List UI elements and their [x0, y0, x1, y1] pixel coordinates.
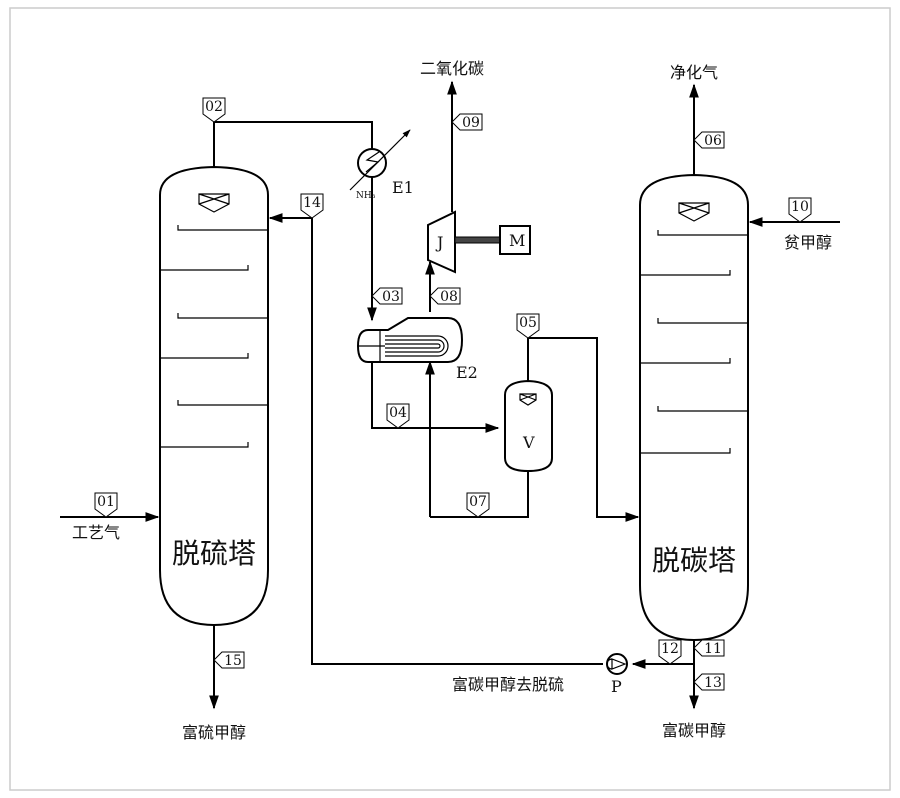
stream-tag-label: 15 [224, 653, 242, 669]
trays [640, 230, 748, 454]
decarbonization-tower-label: 脱碳塔 [652, 544, 736, 577]
stream-tag-15: 15 [213, 651, 245, 669]
stream-tag-label: 04 [389, 405, 407, 421]
stream-tag-04: 04 [386, 403, 410, 429]
e1-label: E1 [392, 178, 414, 197]
desulfurization-tower-label: 脱硫塔 [172, 537, 256, 570]
stream-tag-03: 03 [371, 287, 403, 305]
heat-exchanger-e1: NH₃ E1 [349, 129, 414, 201]
stream-tag-label: 01 [97, 494, 115, 510]
rich-carbon-methanol-label: 富碳甲醇 [662, 721, 726, 740]
stream-tag-08: 08 [429, 287, 461, 305]
pump-p[interactable]: P [606, 653, 628, 696]
distributor-icon [198, 193, 230, 213]
stream-tag-label: 09 [462, 115, 480, 131]
compressor-label: J [435, 233, 443, 252]
stream-tag-label: 10 [791, 199, 809, 215]
lean-methanol-label: 贫甲醇 [784, 233, 832, 252]
stream-tag-label: 11 [704, 641, 722, 657]
stream-tag-02: 02 [202, 97, 226, 123]
stream-tag-14: 14 [300, 193, 324, 219]
stream-tag-label: 06 [704, 133, 722, 149]
stream-tag-07: 07 [466, 492, 490, 518]
stream-tag-label: 05 [519, 315, 537, 331]
stream-tag-label: 07 [469, 494, 487, 510]
stream-tag-label: 14 [303, 195, 321, 211]
stream-tag-05: 05 [516, 313, 540, 339]
purified-gas-label: 净化气 [670, 63, 718, 82]
stream-tag-10: 10 [788, 197, 812, 223]
stream-tag-01: 01 [94, 492, 118, 518]
stream-tag-label: 12 [661, 641, 679, 657]
stream-tag-11: 11 [693, 639, 725, 657]
pump-label: P [611, 677, 622, 696]
distributor-icon [678, 202, 710, 222]
stream-tags: 01 02 03 04 05 06 07 08 09 10 11 12 13 14 15 [94, 97, 812, 691]
co2-label: 二氧化碳 [420, 59, 484, 78]
heat-exchanger-e2: E2 [356, 317, 478, 382]
decarbonization-tower: 脱碳塔 [639, 173, 749, 642]
stream-tag-06: 06 [693, 131, 725, 149]
motor-m [499, 225, 531, 255]
vessel-label: V [522, 433, 535, 452]
stream-tag-13: 13 [693, 673, 725, 691]
compressor-j: J M [427, 210, 531, 274]
frame [9, 7, 891, 791]
trays [160, 225, 268, 448]
piping [60, 80, 840, 710]
stream-tag-label: 03 [382, 289, 400, 305]
rich-carbon-methanol-to-desulfurization-label: 富碳甲醇去脱硫 [452, 675, 564, 694]
flash-vessel-v: V [504, 379, 553, 473]
distributor-icon [519, 393, 537, 406]
rich-sulfur-methanol-label: 富硫甲醇 [182, 723, 246, 742]
motor-label: M [509, 231, 525, 250]
process-gas-label: 工艺气 [72, 523, 120, 542]
stream-tag-09: 09 [451, 113, 483, 131]
stream-tag-12: 12 [658, 639, 682, 665]
refrigerant-label: NH₃ [356, 191, 376, 201]
stream-tag-label: 02 [205, 99, 223, 115]
stream-tag-label: 08 [440, 289, 458, 305]
e2-label: E2 [456, 363, 478, 382]
stream-tag-label: 13 [704, 675, 722, 691]
desulfurization-tower: 脱硫塔 [159, 165, 269, 627]
